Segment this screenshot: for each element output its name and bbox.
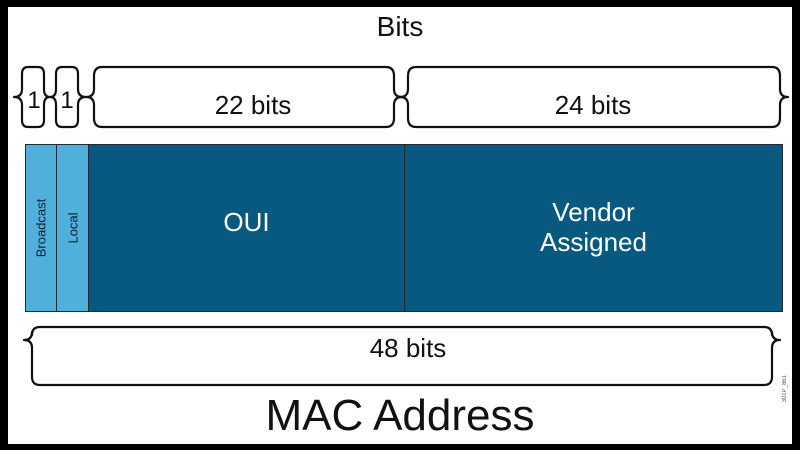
local-field: Local xyxy=(56,144,89,312)
bit-count-total: 48 bits xyxy=(369,333,447,363)
diagram-title: MAC Address xyxy=(265,391,535,440)
oui-field: OUI xyxy=(88,144,405,312)
bit-count-oui: 22 bits xyxy=(214,90,292,120)
diagram-canvas: Bits 1 1 22 bits 24 bits Broadcast Local… xyxy=(8,7,792,444)
bit-count-local: 1 xyxy=(60,87,74,114)
vendor-label-line-2: Assigned xyxy=(540,227,647,257)
brace-24-bits xyxy=(398,65,790,129)
oui-label: OUI xyxy=(223,207,270,237)
bit-count-broadcast: 1 xyxy=(27,87,41,114)
brace-48-bits xyxy=(22,325,782,387)
broadcast-label: Broadcast xyxy=(33,198,49,258)
local-label: Local xyxy=(65,212,80,244)
vendor-assigned-field: Vendor Assigned xyxy=(404,144,783,312)
vendor-label-line-1: Vendor xyxy=(552,197,635,227)
brace-layer xyxy=(12,65,790,387)
vendor-assigned-label: Vendor Assigned xyxy=(405,197,782,257)
bits-heading: Bits xyxy=(376,11,424,42)
broadcast-field: Broadcast xyxy=(25,144,57,312)
bit-count-vendor: 24 bits xyxy=(554,90,632,120)
